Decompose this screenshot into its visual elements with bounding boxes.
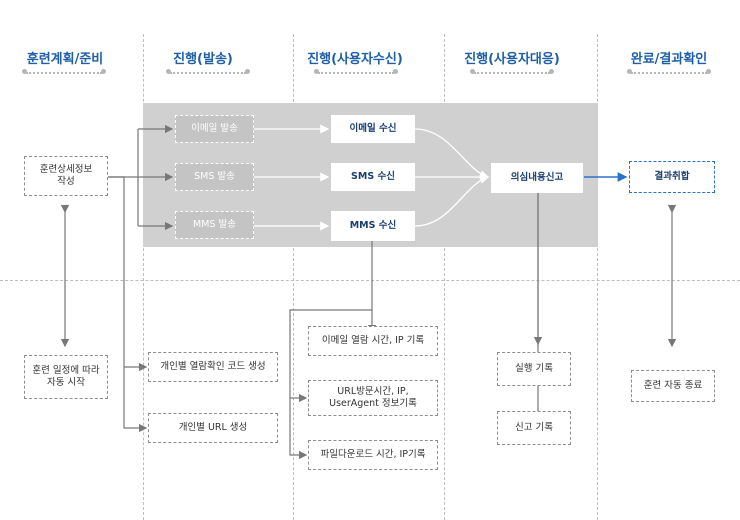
column-divider-3 [444,34,445,520]
node-sms-send: SMS 발송 [175,163,254,191]
node-url-generation: 개인별 URL 생성 [148,413,278,443]
node-email-open-log: 이메일 열람 시간, IP 기록 [308,326,438,356]
row-divider [0,280,740,281]
column-divider-4 [597,34,598,520]
node-mms-send: MMS 발송 [175,211,254,239]
column-header-result: 완료/결과확인 [630,52,708,67]
column-header-send: 진행(발송) [173,52,233,67]
column-divider-1 [143,34,144,520]
node-training-detail: 훈련상세정보 작성 [24,156,108,196]
column-header-plan: 훈련계획/준비 [26,52,104,67]
node-report-log: 신고 기록 [497,411,571,445]
node-code-generation: 개인별 열람확인 코드 생성 [148,352,278,382]
column-header-respond: 진행(사용자대응) [464,52,560,67]
node-auto-start: 훈련 일정에 따라 자동 시작 [24,355,108,399]
node-result-collection: 결과취합 [629,161,715,193]
node-file-download-log: 파일다운로드 시간, IP기록 [308,440,438,470]
node-mms-receive: MMS 수신 [331,211,415,241]
column-divider-2 [293,34,294,520]
node-sms-receive: SMS 수신 [331,163,415,191]
column-header-receive: 진행(사용자수신) [307,52,403,67]
node-execution-log: 실행 기록 [497,352,571,386]
node-auto-end: 훈련 자동 종료 [631,370,715,402]
node-suspicious-report: 의심내용신고 [491,163,583,193]
node-email-send: 이메일 발송 [175,115,254,143]
node-email-receive: 이메일 수신 [331,115,415,143]
node-url-visit-log: URL방문시간, IP, UserAgent 정보기록 [308,380,438,416]
